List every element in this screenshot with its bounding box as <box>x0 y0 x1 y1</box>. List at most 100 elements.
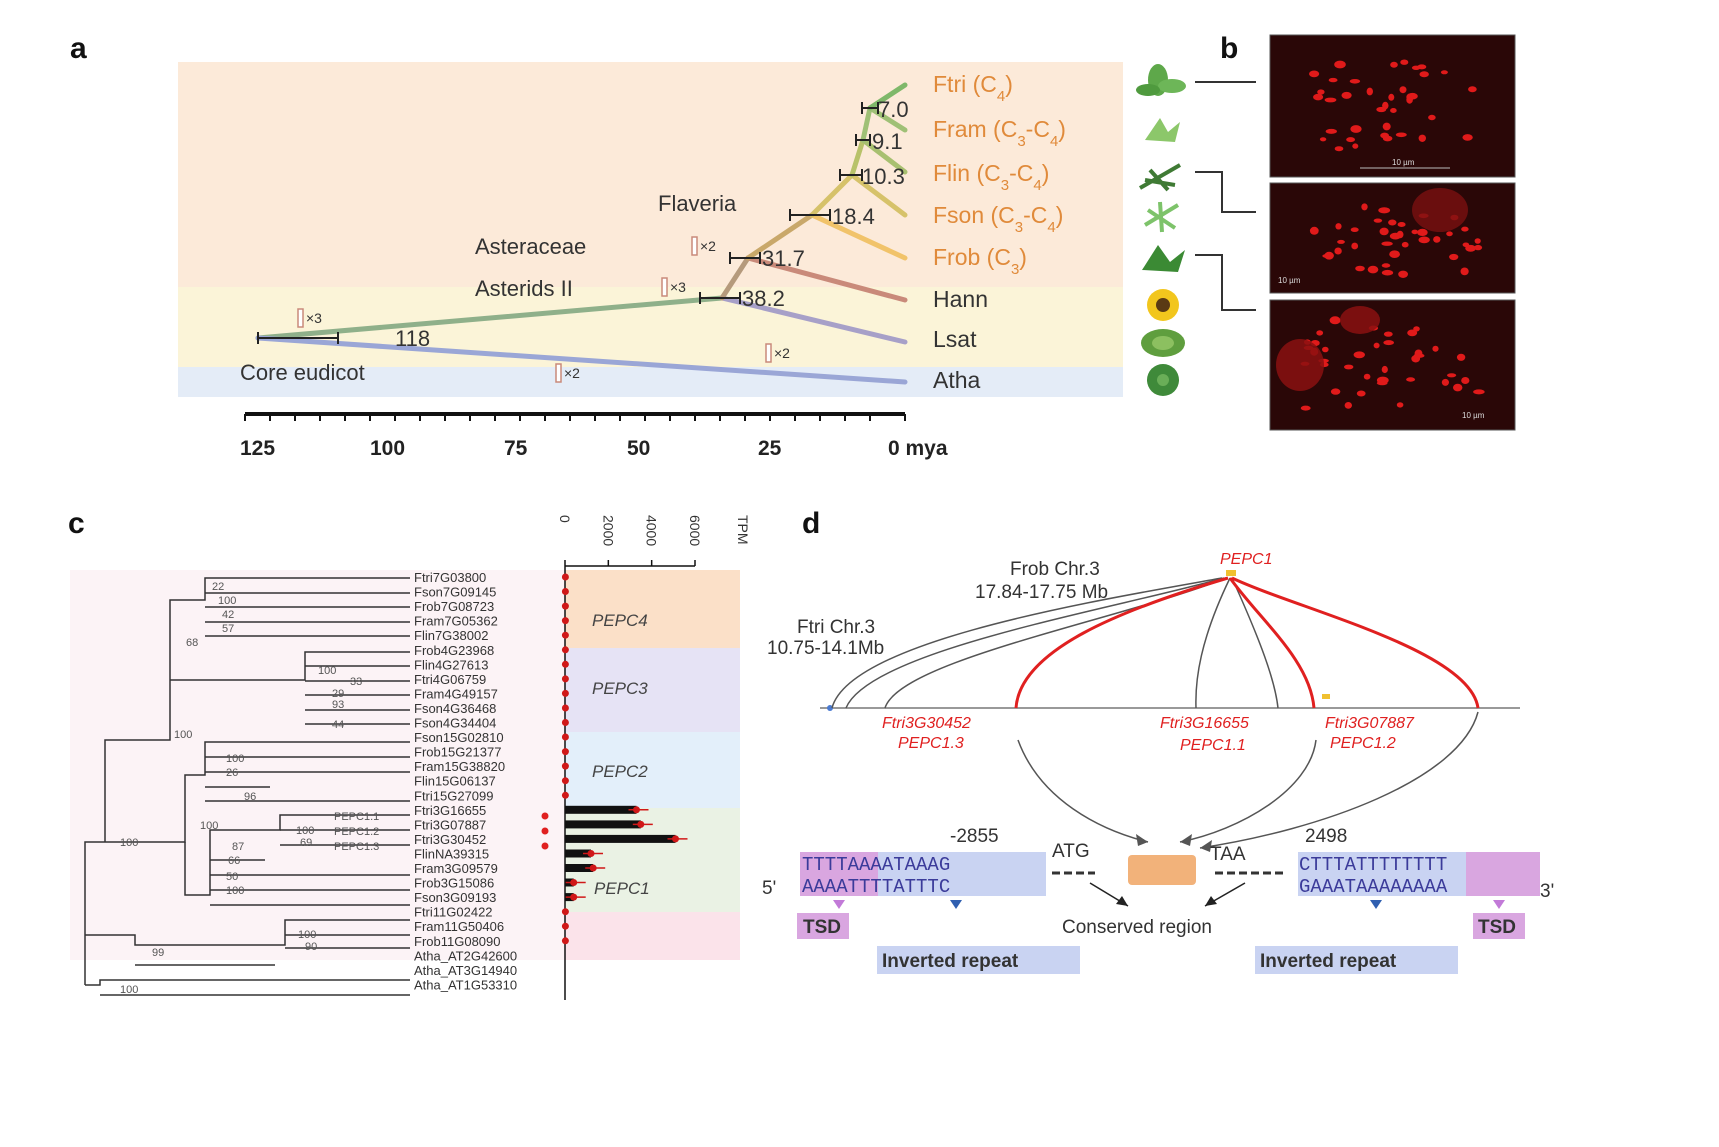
gene-name-pepc1-2: PEPC1.2 <box>1330 735 1396 752</box>
ir-box-left <box>878 852 1046 896</box>
svg-text:100: 100 <box>120 837 138 849</box>
tpm-point <box>561 791 569 799</box>
plant-icons <box>1136 64 1186 396</box>
chromosome-spot <box>1413 353 1425 358</box>
tpm-point <box>561 617 569 625</box>
species-labels: Ftri (C4) Fram (C3-C4) Flin (C3-C4) Fson… <box>933 71 1066 393</box>
conserved-region-label: Conserved region <box>1062 917 1212 938</box>
tpm-tick-label: 4000 <box>644 515 660 546</box>
tpm-point <box>561 573 569 581</box>
svg-text:22: 22 <box>212 581 224 593</box>
chromosome-spot <box>1440 70 1448 75</box>
plant-fram-icon <box>1145 118 1180 142</box>
chromosome-spot <box>1446 231 1453 237</box>
gene-label: Flin7G38002 <box>414 628 488 643</box>
gene-label: Fson15G02810 <box>414 730 504 745</box>
chromosome-spot <box>1376 106 1387 113</box>
chromosome-spot <box>1353 351 1366 359</box>
tpm-point <box>561 602 569 610</box>
chromosome-spot <box>1441 378 1449 386</box>
node-age-flaveria: 18.4 <box>832 204 875 229</box>
svg-text:100: 100 <box>120 984 138 996</box>
chromosome-spot <box>1411 65 1421 71</box>
gene-label: Ftri3G07887 <box>414 817 486 832</box>
clade-label-asterids: Asterids II <box>475 276 573 301</box>
tpm-bar <box>565 849 591 858</box>
gene-label: Fram3G09579 <box>414 861 498 876</box>
chromosome-spot <box>1376 380 1388 386</box>
tpm-point <box>561 689 569 697</box>
seq-left-top: TTTTAAAATAAAG <box>802 854 950 876</box>
flaveria-band <box>178 62 1123 287</box>
chromosome-spot <box>1344 402 1353 409</box>
tpm-bar <box>565 834 676 843</box>
tpm-bars <box>561 573 688 945</box>
chromosome-spot <box>1417 228 1428 236</box>
group-bg-pepc2 <box>565 732 740 808</box>
gene-label: Fram11G50406 <box>414 919 504 934</box>
svg-text:42: 42 <box>222 609 234 621</box>
branch-atha <box>255 335 908 385</box>
svg-text:68: 68 <box>186 637 198 649</box>
branch-ftri <box>867 82 908 111</box>
chromosome-spot <box>1418 134 1427 142</box>
species-ftri: Ftri (C4) <box>933 71 1013 105</box>
chromosome-spot <box>1460 267 1469 276</box>
gene-label: Atha_AT1G53310 <box>414 977 517 992</box>
tpm-tick-label: 6000 <box>687 515 703 546</box>
synteny-links-red <box>1014 576 1480 709</box>
panel-b-letter: b <box>1220 32 1238 65</box>
tpm-tick-label: 2000 <box>600 515 616 546</box>
conserved-region-box <box>1128 855 1196 885</box>
tree-branches <box>84 577 410 996</box>
duplication-markers: ×2 ×3 ×3 ×2 ×2 <box>297 236 790 383</box>
marker-pepc1-1 <box>541 812 549 820</box>
chromosome-spot <box>1432 345 1439 352</box>
gene-name-pepc1-1: PEPC1.1 <box>1180 737 1246 754</box>
chromosome-spot <box>1388 219 1397 226</box>
copy-label-pepc1-3: PEPC1.3 <box>334 841 379 853</box>
tpm-point <box>561 733 569 741</box>
svg-text:90: 90 <box>305 941 317 953</box>
gene-label: Frob11G08090 <box>414 934 501 949</box>
gene-label: Frob7G08723 <box>414 599 494 614</box>
chromosome-spot <box>1433 236 1441 243</box>
tpm-point <box>561 762 569 770</box>
chromosome-spot <box>1300 405 1311 411</box>
chromosome-spot <box>1389 250 1400 258</box>
gene-label: Flin15G06137 <box>414 774 496 789</box>
svg-text:66: 66 <box>228 855 240 867</box>
plant-flin-icon <box>1139 163 1181 192</box>
tpm-point <box>561 748 569 756</box>
svg-text:100: 100 <box>200 820 218 832</box>
atha-band <box>178 367 1123 397</box>
chromosome-spot <box>1316 330 1324 336</box>
frob-chr-label: Frob Chr.3 <box>1010 559 1100 580</box>
chromosome-spot <box>1381 269 1394 276</box>
panel-d-letter: d <box>802 507 820 540</box>
chromosome-spot <box>1473 389 1485 395</box>
axis-tick-50: 50 <box>627 437 650 460</box>
group-label-pepc3: PEPC3 <box>592 679 648 698</box>
three-prime-label: 3' <box>1540 881 1554 902</box>
species-atha: Atha <box>933 367 981 393</box>
chromosome-spot <box>1319 137 1327 142</box>
node-age-flin-fson: 10.3 <box>862 164 905 189</box>
branch-hann <box>745 255 908 303</box>
svg-text:69: 69 <box>300 837 312 849</box>
group-bg-pepc3 <box>565 648 740 732</box>
branch-flaveria <box>745 212 815 261</box>
converging-arrows <box>1017 711 1479 849</box>
chromosome-spot <box>1334 146 1344 152</box>
gene-label: Fram4G49157 <box>414 686 498 701</box>
group-bg-pepc4 <box>565 570 740 648</box>
group-bg-pepc-other <box>565 912 740 960</box>
chromosome-spot <box>1322 346 1329 353</box>
branch-asteraceae <box>719 255 751 301</box>
gene-label: Ftri4G06759 <box>414 672 486 687</box>
node-age-asteraceae: 31.7 <box>762 246 805 271</box>
chromosome-spot <box>1389 232 1401 240</box>
clade-label-asteraceae: Asteraceae <box>475 234 586 259</box>
scale-label-frob: 10 µm <box>1462 411 1485 420</box>
tpm-axis-label: TPM <box>735 515 751 545</box>
